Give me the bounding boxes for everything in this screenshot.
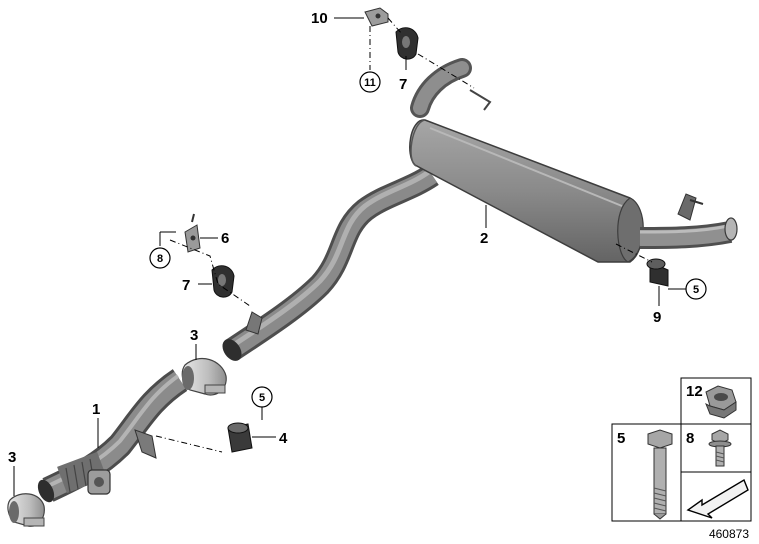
callout-1: 1 <box>92 401 100 418</box>
hanger-bracket-6 <box>184 213 201 253</box>
rubber-hanger-front <box>211 265 235 298</box>
fastener-legend: 12 5 8 <box>611 377 752 522</box>
rubber-mount-9 <box>646 258 669 287</box>
callout-5-upper: 5 <box>693 284 699 296</box>
callout-labels: 1 2 3 3 4 6 7 7 9 10 5 5 8 11 <box>8 10 707 466</box>
callout-5-lower-circle <box>251 386 273 408</box>
hex-bolt-icon <box>647 429 673 520</box>
callout-4: 4 <box>279 430 288 447</box>
callout-11-circle <box>359 71 381 93</box>
pipe-clamp-rear <box>181 357 227 396</box>
callout-7-upper: 7 <box>399 76 407 93</box>
callout-9: 9 <box>653 309 661 326</box>
legend-8-label: 8 <box>686 430 694 447</box>
front-pipe <box>37 369 188 503</box>
leader-lines <box>13 17 686 496</box>
callout-8-circle <box>149 247 171 269</box>
intermediate-pipe <box>222 164 439 361</box>
callout-5-upper-circle <box>685 278 707 300</box>
callout-2: 2 <box>480 230 488 247</box>
rubber-mount-4 <box>227 422 253 453</box>
rubber-hanger-rear <box>395 27 419 60</box>
legend-12-label: 12 <box>686 383 703 400</box>
callout-3-upper: 3 <box>190 327 198 344</box>
legend-5-label: 5 <box>617 430 625 447</box>
callout-3-lower: 3 <box>8 449 16 466</box>
callout-8: 8 <box>157 253 163 265</box>
hanger-bracket-10 <box>364 7 389 27</box>
callout-6: 6 <box>221 230 229 247</box>
arrow-icon <box>686 478 749 519</box>
callout-11: 11 <box>364 77 376 89</box>
callout-5-lower: 5 <box>259 392 265 404</box>
callout-7-lower: 7 <box>182 277 190 294</box>
callout-10: 10 <box>311 10 328 27</box>
hex-nut-icon <box>705 385 737 419</box>
pipe-clamp-front <box>7 493 45 527</box>
diagram-reference-number: 460873 <box>709 527 749 541</box>
flange-bolt-icon <box>708 429 732 467</box>
rear-silencer <box>409 58 738 263</box>
